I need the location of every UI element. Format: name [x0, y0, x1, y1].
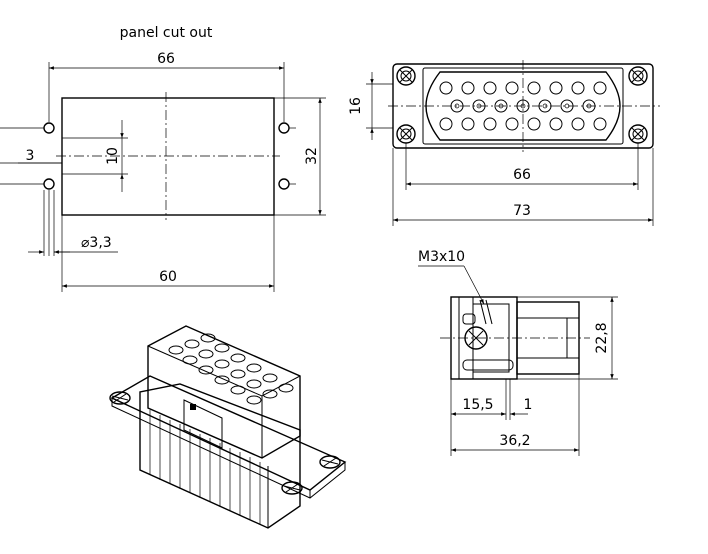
dim-73: 73 [513, 203, 531, 219]
dim-16: 16 [348, 97, 364, 115]
dim-66-panel: 66 [157, 51, 175, 67]
dim-hole-diameter: ⌀3,3 [81, 235, 112, 251]
dim-32: 32 [304, 147, 320, 165]
dim-3: 3 [26, 148, 35, 164]
panel-cutout-view: panel cut out 66 32 10 [0, 25, 326, 292]
screw-head-br [628, 124, 648, 144]
panel-cutout-title: panel cut out [120, 25, 213, 41]
connector-front-view: 16 66 73 [348, 60, 660, 226]
insert-body [425, 71, 621, 141]
dim-66-front: 66 [513, 167, 531, 183]
dim-36-2: 36,2 [499, 433, 530, 449]
connector-side-view: M3x10 22,8 15,5 1 [418, 249, 618, 456]
mount-hole-tl [43, 122, 55, 134]
dim-60: 60 [159, 269, 177, 285]
dim-15-5: 15,5 [462, 397, 493, 413]
mount-hole-br [278, 178, 290, 190]
iso-screw-right-bottom [281, 481, 303, 495]
cutout-rect [61, 97, 275, 216]
screw-head-tl [396, 66, 416, 86]
screw-head-bl [396, 124, 416, 144]
iso-screw-right-top [319, 455, 341, 469]
screw-head-tr [628, 66, 648, 86]
dim-10: 10 [105, 147, 121, 165]
dim-1: 1 [524, 397, 533, 413]
mount-hole-tr [278, 122, 290, 134]
dim-22-8: 22,8 [594, 322, 610, 353]
mount-hole-bl [43, 178, 55, 190]
connector-isometric-view [109, 325, 347, 529]
iso-screw-left [109, 391, 131, 405]
screw-label: M3x10 [418, 249, 465, 265]
